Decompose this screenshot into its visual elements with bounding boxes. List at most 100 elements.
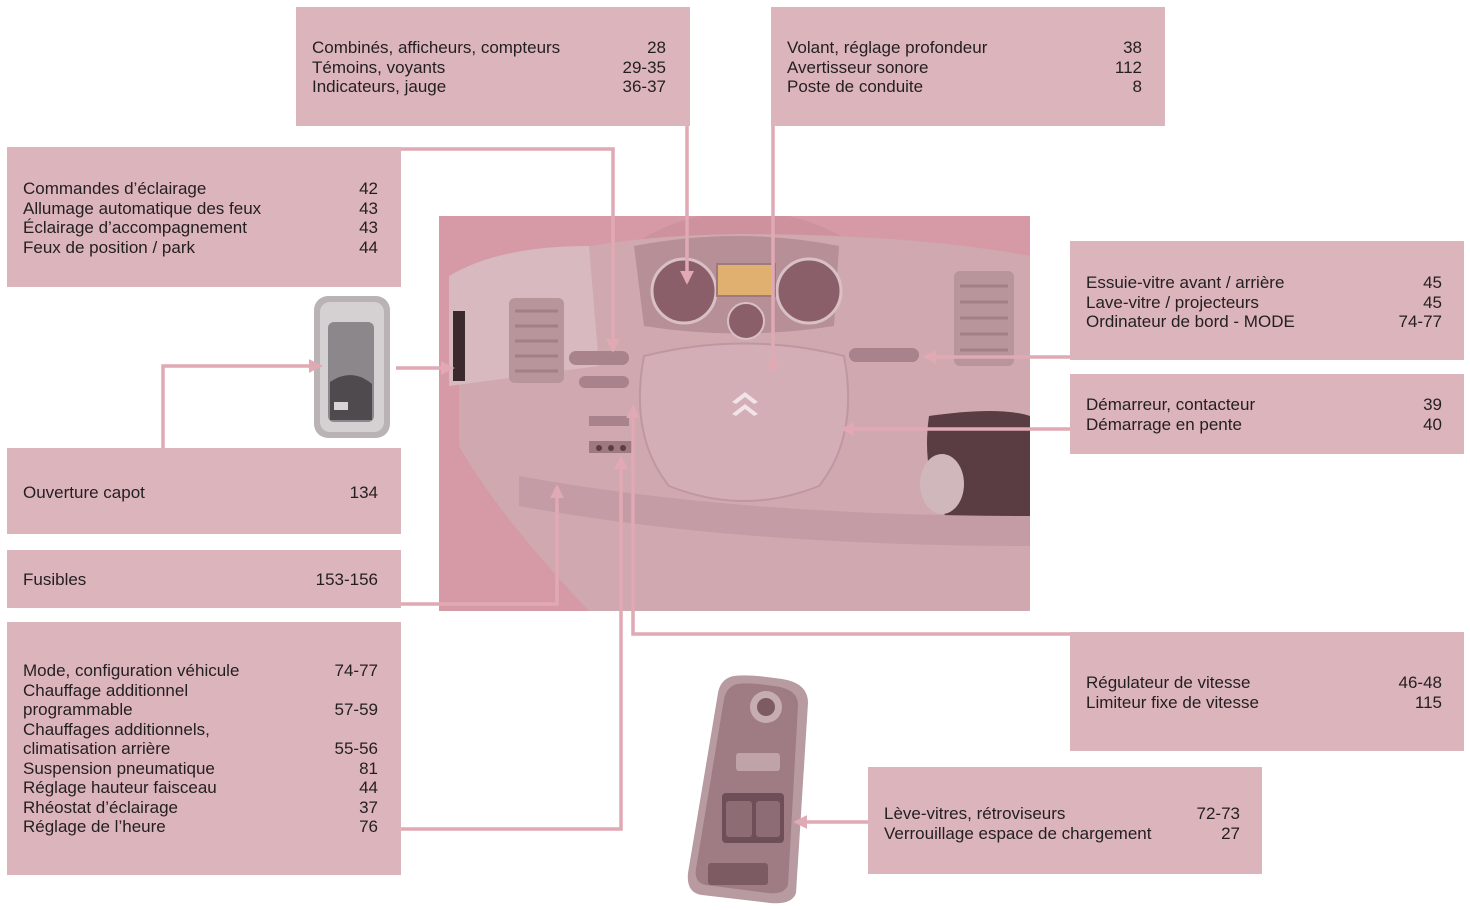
index-entry: Allumage automatique des feux 43 <box>23 199 378 219</box>
entry-page: 8 <box>1132 77 1142 96</box>
entry-label: Lave-vitre / projecteurs <box>1086 292 1259 312</box>
entry-page: 45 <box>1423 292 1442 312</box>
entry-page: 40 <box>1423 414 1442 434</box>
index-entry: Éclairage d’accompagnement 43 <box>23 218 378 238</box>
index-entry: Réglage de l’heure 76 <box>23 817 378 837</box>
index-entry: Indicateurs, jauge 36-37 <box>312 77 666 97</box>
entry-label: Éclairage d’accompagnement <box>23 218 247 237</box>
entry-page: 115 <box>1414 692 1442 712</box>
entry-label: Suspension pneumatique <box>23 758 215 778</box>
entry-label: Allumage automatique des feux <box>23 198 262 218</box>
index-entry: Feux de position / park 44 <box>23 238 378 258</box>
entry-label: Verrouillage espace de chargement <box>884 823 1152 843</box>
entry-page: 39 <box>1423 395 1442 414</box>
entry-page: 153-156 <box>315 570 378 589</box>
index-entry: Chauffages additionnels, climatisation a… <box>23 720 378 759</box>
index-entry: Chauffage additionnel programmable 57-59 <box>23 681 378 720</box>
window-switch-panel-illustration <box>682 673 812 905</box>
entry-page: 43 <box>359 198 378 218</box>
entry-page: 55-56 <box>334 739 378 758</box>
entry-label: Lève-vitres, rétroviseurs <box>884 804 1066 823</box>
entry-page: 36-37 <box>622 77 666 96</box>
entry-label: Commandes d’éclairage <box>23 179 207 198</box>
index-entry: Mode, configuration véhicule 74-77 <box>23 661 378 681</box>
entry-page: 57-59 <box>334 700 378 719</box>
index-entry: Lave-vitre / projecteurs 45 <box>1086 293 1442 313</box>
index-entry: Ordinateur de bord - MODE 74-77 <box>1086 312 1442 332</box>
entry-page: 76 <box>359 817 378 836</box>
index-entry: Essuie-vitre avant / arrière 45 <box>1086 273 1442 293</box>
entry-label: Combinés, afficheurs, compteurs <box>312 38 561 57</box>
entry-label: Ouverture capot <box>23 483 145 502</box>
index-entry: Démarrage en pente 40 <box>1086 415 1442 435</box>
box-fuses: Fusibles 153-156 <box>7 550 401 608</box>
bonnet-release-handle-illustration <box>304 292 394 442</box>
index-entry: Fusibles 153-156 <box>23 570 378 590</box>
index-entry: Limiteur fixe de vitesse 115 <box>1086 693 1442 713</box>
entry-label: Témoins, voyants <box>312 57 446 77</box>
entry-label: Poste de conduite <box>787 77 924 96</box>
entry-label: Rhéostat d’éclairage <box>23 797 178 817</box>
entry-page: 42 <box>359 179 378 198</box>
entry-page: 112 <box>1114 57 1142 77</box>
index-entry: Ouverture capot 134 <box>23 483 378 503</box>
index-entry: Régulateur de vitesse 46-48 <box>1086 673 1442 693</box>
box-rows: Fusibles 153-156 <box>23 570 378 590</box>
chevron-logo-icon <box>730 390 760 418</box>
entry-page: 74-77 <box>1398 312 1442 331</box>
entry-page: 43 <box>359 218 378 237</box>
entry-page: 44 <box>359 237 378 257</box>
entry-label: Indicateurs, jauge <box>312 77 447 96</box>
index-entry: Suspension pneumatique 81 <box>23 759 378 779</box>
entry-label: Démarrage en pente <box>1086 414 1242 434</box>
box-rows: Ouverture capot 134 <box>23 483 378 503</box>
entry-label: Chauffage additionnel programmable <box>23 680 189 720</box>
entry-label: Chauffages additionnels, climatisation a… <box>23 719 210 759</box>
entry-page: 45 <box>1423 273 1442 292</box>
index-entry: Poste de conduite 8 <box>787 77 1142 97</box>
index-entry: Commandes d’éclairage 42 <box>23 179 378 199</box>
entry-label: Feux de position / park <box>23 237 195 257</box>
entry-label: Fusibles <box>23 570 87 589</box>
entry-page: 46-48 <box>1398 673 1442 692</box>
index-entry: Témoins, voyants 29-35 <box>312 58 666 78</box>
entry-label: Régulateur de vitesse <box>1086 673 1251 692</box>
index-entry: Réglage hauteur faisceau 44 <box>23 778 378 798</box>
entry-label: Réglage hauteur faisceau <box>23 778 217 797</box>
entry-label: Mode, configuration véhicule <box>23 661 240 680</box>
entry-page: 81 <box>359 758 378 778</box>
index-entry: Lève-vitres, rétroviseurs 72-73 <box>884 804 1240 824</box>
entry-label: Essuie-vitre avant / arrière <box>1086 273 1285 292</box>
entry-label: Réglage de l’heure <box>23 817 166 836</box>
entry-label: Limiteur fixe de vitesse <box>1086 692 1259 712</box>
entry-page: 74-77 <box>334 661 378 680</box>
entry-page: 72-73 <box>1196 804 1240 823</box>
entry-label: Ordinateur de bord - MODE <box>1086 312 1295 331</box>
entry-page: 134 <box>349 483 378 502</box>
index-entry: Démarreur, contacteur 39 <box>1086 395 1442 415</box>
entry-label: Démarreur, contacteur <box>1086 395 1256 414</box>
entry-page: 44 <box>359 778 378 797</box>
entry-page: 29-35 <box>622 57 666 77</box>
